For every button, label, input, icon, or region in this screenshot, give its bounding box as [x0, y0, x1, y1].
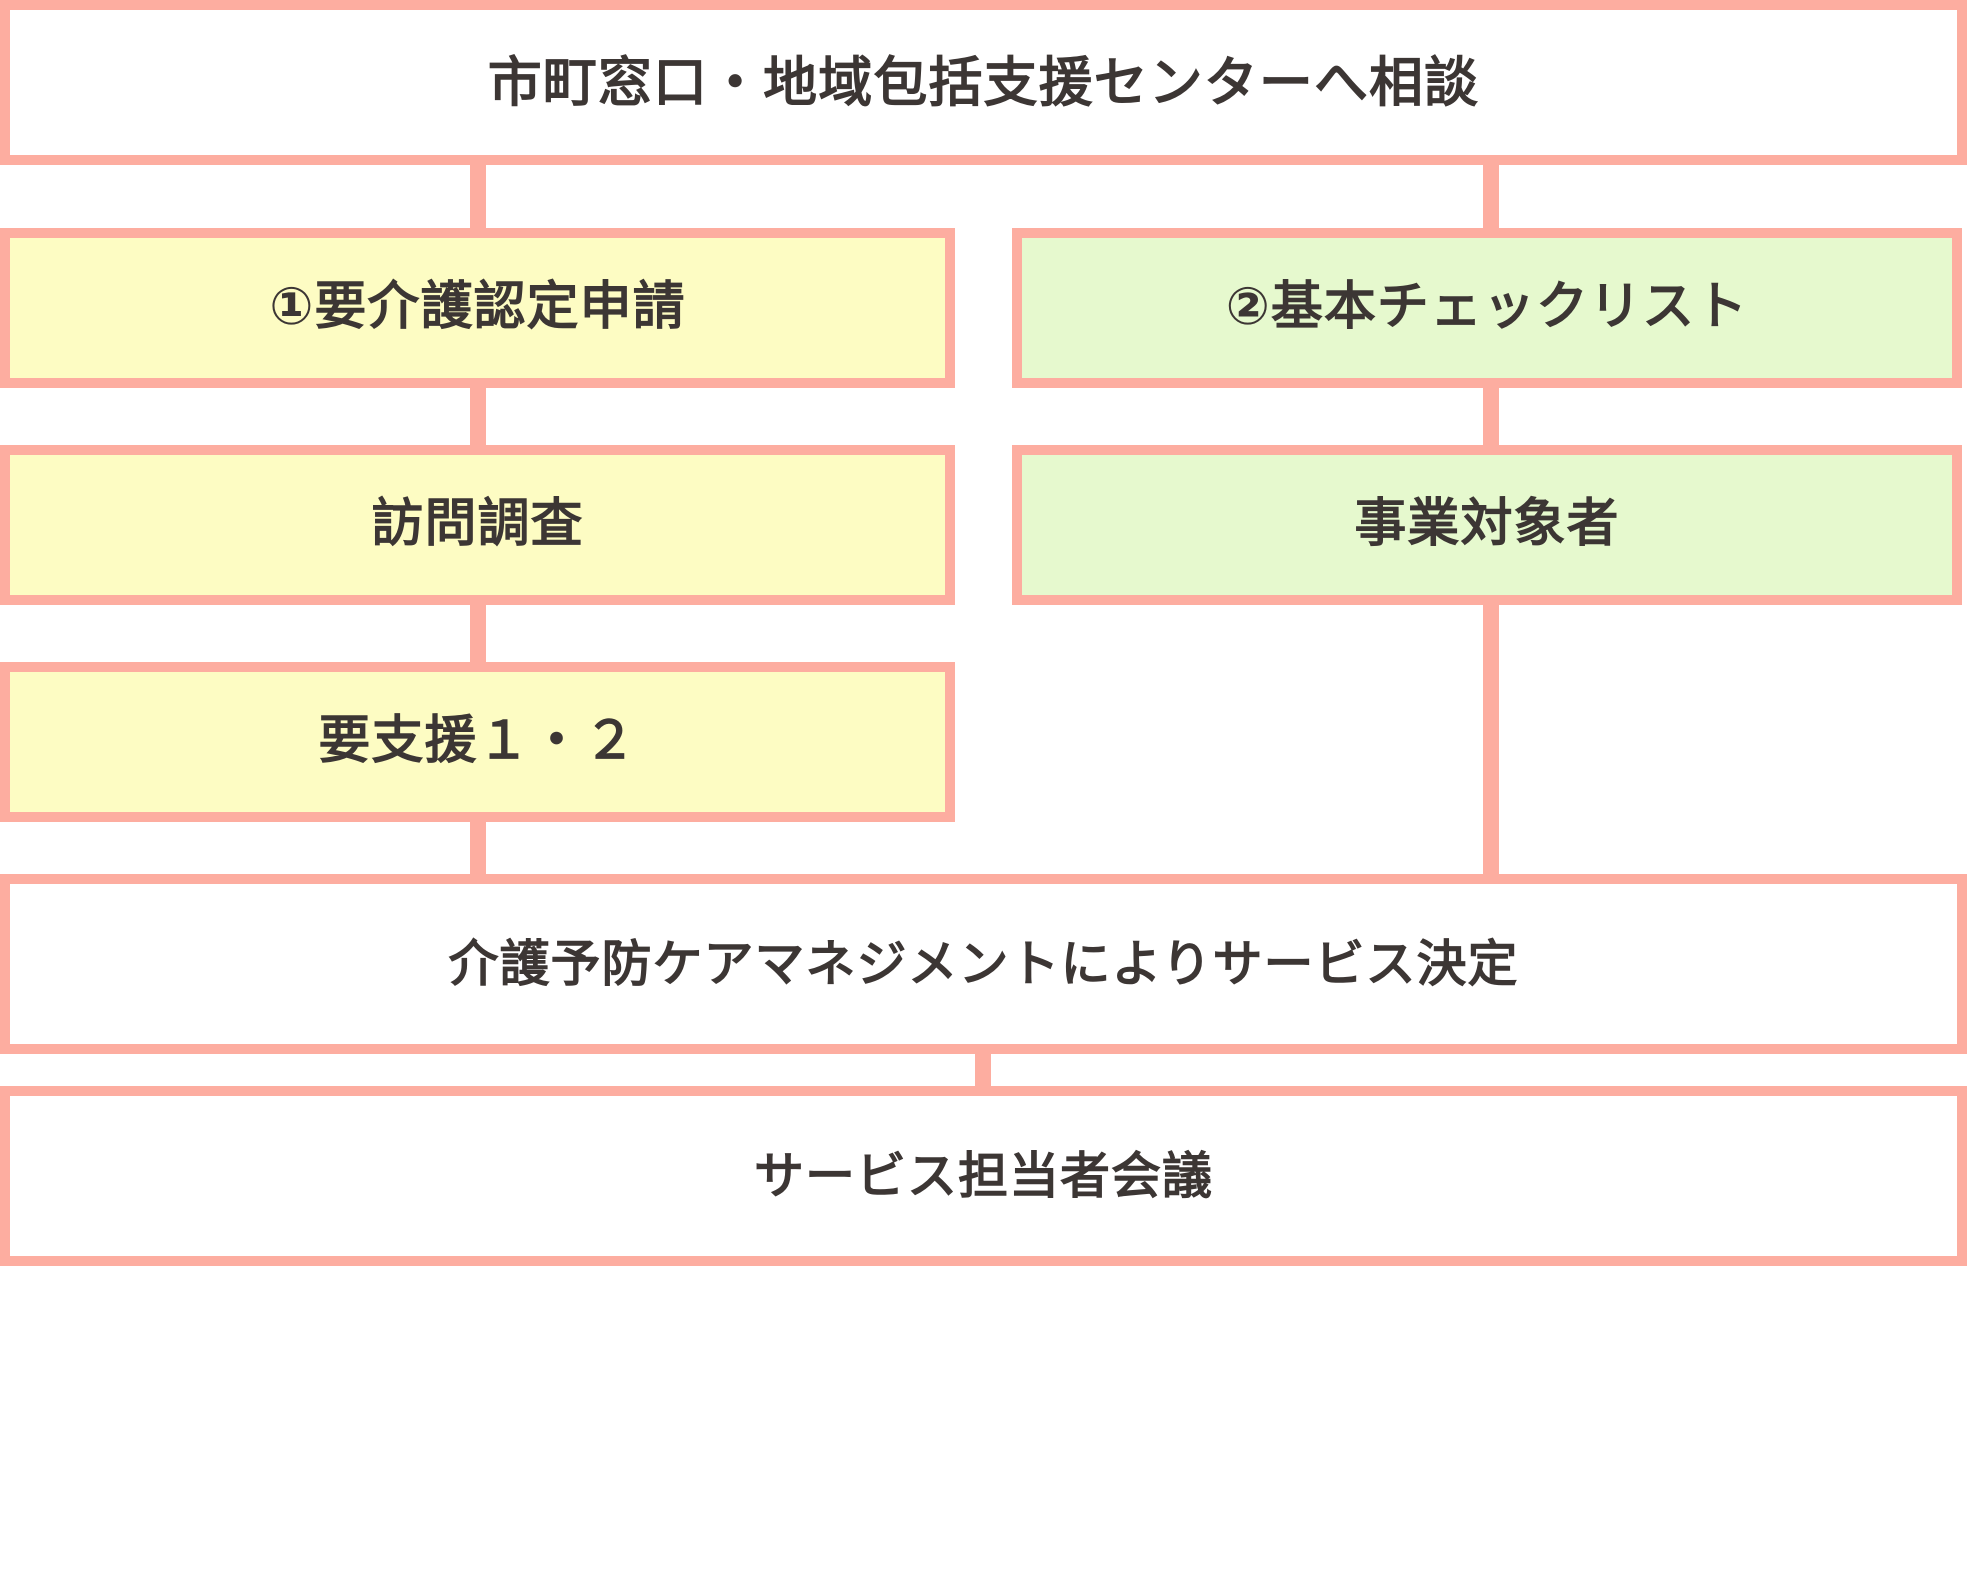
connector-checklist-to-target-person [1483, 383, 1499, 453]
node-care-need-application-label: ①要介護認定申請 [269, 277, 686, 338]
node-program-target-person[interactable]: 事業対象者 [1012, 445, 1962, 605]
connector-management-to-staff-meeting [975, 1047, 991, 1092]
node-consultation-label: 市町窓口・地域包括支援センターへ相談 [487, 50, 1480, 114]
node-home-visit-survey[interactable]: 訪問調査 [0, 445, 955, 605]
node-program-target-person-label: 事業対象者 [1354, 494, 1620, 555]
connector-application-to-visit-survey [470, 383, 486, 453]
node-care-need-application[interactable]: ①要介護認定申請 [0, 228, 955, 388]
connector-consultation-to-checklist [1483, 155, 1499, 230]
node-care-prevention-management[interactable]: 介護予防ケアマネジメントによりサービス決定 [0, 874, 1967, 1054]
connector-support-level-to-management [470, 818, 486, 880]
node-service-staff-meeting[interactable]: サービス担当者会議 [0, 1086, 1967, 1266]
node-support-level-1-2[interactable]: 要支援１・２ [0, 662, 955, 822]
node-home-visit-survey-label: 訪問調査 [371, 494, 584, 555]
node-basic-checklist[interactable]: ②基本チェックリスト [1012, 228, 1962, 388]
connector-visit-survey-to-support-level [470, 600, 486, 670]
node-service-staff-meeting-label: サービス担当者会議 [754, 1146, 1213, 1205]
node-care-prevention-management-label: 介護予防ケアマネジメントによりサービス決定 [448, 934, 1519, 993]
node-support-level-1-2-label: 要支援１・２ [318, 711, 637, 772]
connector-target-person-to-management [1483, 600, 1499, 880]
node-basic-checklist-label: ②基本チェックリスト [1225, 277, 1749, 338]
connector-consultation-to-application [470, 155, 486, 230]
node-consultation[interactable]: 市町窓口・地域包括支援センターへ相談 [0, 0, 1967, 165]
